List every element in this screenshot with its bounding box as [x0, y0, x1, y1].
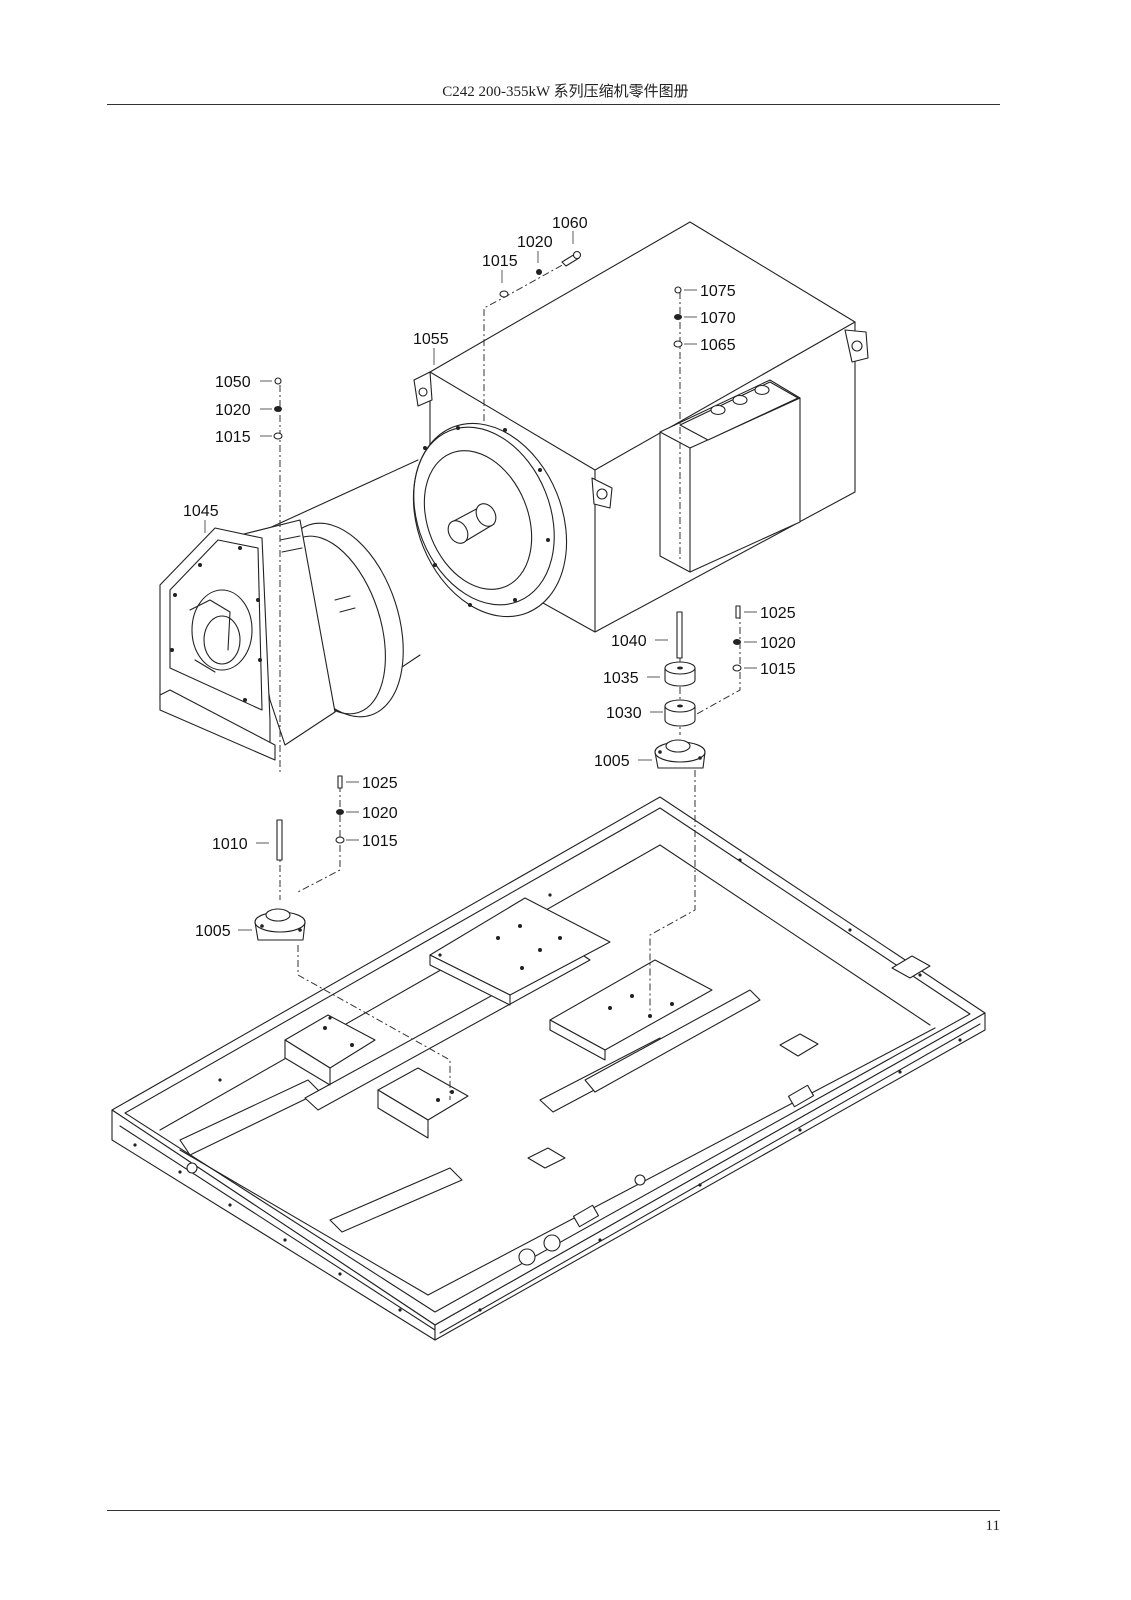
hardware-parts	[254, 250, 742, 941]
callout-1020-right: 1020	[760, 635, 796, 652]
callout-1065: 1065	[700, 337, 736, 354]
callout-1015-mid: 1015	[362, 833, 398, 850]
callout-1015-right: 1015	[760, 661, 796, 678]
callout-1015-top: 1015	[482, 253, 518, 270]
callout-labels: 1060 1020 1015 1075 1070 1065 1055 1050 …	[183, 215, 796, 940]
page-header-title: C242 200-355kW 系列压缩机零件图册	[442, 84, 689, 100]
callout-1035: 1035	[603, 670, 639, 687]
header-rule	[107, 104, 1000, 105]
page-number: 11	[985, 1518, 1000, 1534]
callout-1030: 1030	[606, 705, 642, 722]
motor-1055	[412, 221, 869, 633]
callout-1010: 1010	[212, 836, 248, 853]
leader-lines	[204, 231, 757, 931]
callout-1025-mid: 1025	[362, 775, 398, 792]
callout-1050: 1050	[215, 374, 251, 391]
assembly-lines	[279, 257, 741, 1100]
callout-1060: 1060	[552, 215, 588, 232]
callout-1020-mid: 1020	[362, 805, 398, 822]
callout-1005-right: 1005	[594, 753, 630, 770]
adapter-housing-1045	[159, 459, 421, 761]
callout-1020-top: 1020	[517, 234, 553, 251]
callout-1025-right: 1025	[760, 605, 796, 622]
callout-1075: 1075	[700, 283, 736, 300]
callout-1045: 1045	[183, 503, 219, 520]
callout-1005-left: 1005	[195, 923, 231, 940]
base-frame	[111, 796, 986, 1341]
footer-rule	[107, 1510, 1000, 1511]
callout-1040: 1040	[611, 633, 647, 650]
callout-1015-left: 1015	[215, 429, 251, 446]
callout-1070: 1070	[700, 310, 736, 327]
callout-1055: 1055	[413, 331, 449, 348]
callout-1020-left: 1020	[215, 402, 251, 419]
